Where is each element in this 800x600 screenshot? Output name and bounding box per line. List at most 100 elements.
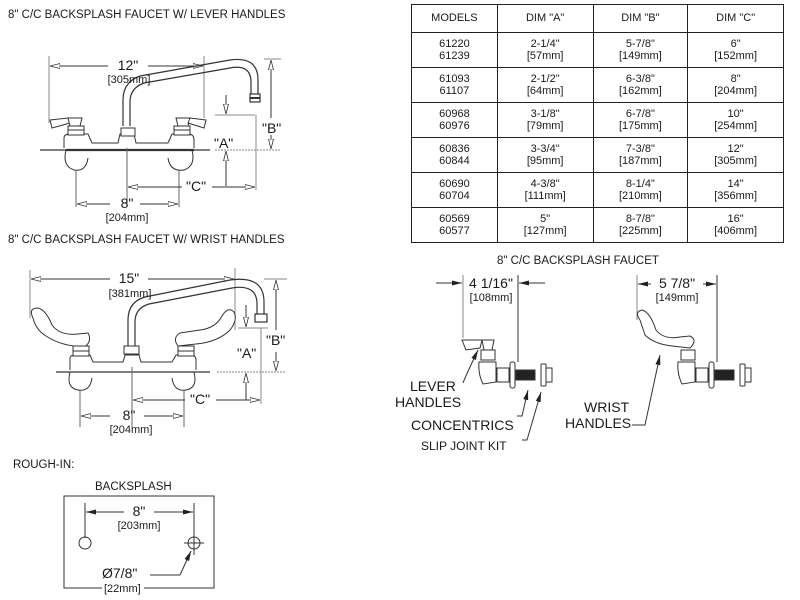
cell-dim-a-line: 3-3/4": [530, 142, 560, 155]
rough-in-drawing: [63, 495, 215, 589]
cell-dim-b: 6-3/8"[162mm]: [592, 67, 689, 103]
cell-dim-c-line: [204mm]: [714, 85, 758, 97]
cell-dim-c-line: 12": [727, 142, 744, 155]
cell-dim-a-line: 3-1/8": [530, 107, 560, 120]
cell-dim-a-line: 2-1/4": [530, 37, 560, 50]
cell-dim-b-line: 5-7/8": [625, 37, 655, 50]
cell-models-line: 60844: [439, 155, 470, 167]
side-view-title: 8" C/C BACKSPLASH FAUCET: [497, 255, 659, 267]
wrist-dim-a-label: "A": [237, 345, 257, 361]
cell-dim-b-line: 8-1/4": [625, 177, 655, 190]
cell-dim-a-line: [111mm]: [524, 190, 566, 202]
wrist-center-to-center: 8": [122, 407, 136, 423]
header-dim-b: DIM "B": [592, 4, 689, 33]
cell-dim-b-line: [225mm]: [618, 225, 662, 237]
wrist-dim-b-label: "B": [266, 332, 286, 348]
header-dim-a: DIM "A": [496, 4, 594, 33]
cell-models-line: 60836: [439, 142, 470, 155]
wrist-dim-c-label: "C": [190, 391, 211, 407]
wrist-spout-reach-mm: [381mm]: [108, 288, 152, 300]
lever-spout-reach: 12": [117, 57, 139, 73]
cell-dim-a: 2-1/2"[64mm]: [496, 67, 594, 103]
cell-dim-c: 12"[305mm]: [687, 137, 784, 173]
cell-dim-b: 6-7/8"[175mm]: [592, 102, 689, 138]
lever-center-to-center: 8": [120, 195, 134, 211]
cell-dim-c: 10"[254mm]: [687, 102, 784, 138]
cell-dim-c-line: 16": [727, 212, 744, 225]
lever-depth: 4 1/16": [469, 275, 513, 291]
cell-dim-c-line: [406mm]: [714, 225, 758, 237]
lever-depth-mm: [108mm]: [469, 292, 513, 304]
cell-dim-a-line: [79mm]: [526, 120, 564, 132]
cell-dim-b: 7-3/8"[187mm]: [592, 137, 689, 173]
wrist-section-title: 8" C/C BACKSPLASH FAUCET W/ WRIST HANDLE…: [8, 234, 285, 246]
cell-dim-b: 8-7/8"[225mm]: [592, 207, 689, 243]
cell-dim-a-line: [64mm]: [526, 85, 564, 97]
cell-dim-c: 14"[356mm]: [687, 172, 784, 208]
cell-dim-a-line: [57mm]: [526, 50, 564, 62]
cell-dim-b-line: [175mm]: [618, 120, 662, 132]
lever-section-title: 8" C/C BACKSPLASH FAUCET W/ LEVER HANDLE…: [8, 9, 286, 21]
side-view-wrist-drawing: [632, 275, 752, 426]
table-header-row: MODELS DIM "A" DIM "B" DIM "C": [411, 4, 784, 33]
cell-dim-b-line: 6-3/8": [625, 72, 655, 85]
lever-center-to-center-mm: [204mm]: [105, 212, 149, 224]
cell-models-line: 60976: [439, 120, 470, 132]
wrist-faucet-drawing: [29, 268, 287, 427]
rough-in-title: ROUGH-IN:: [13, 459, 75, 471]
rough-in-subtitle: BACKSPLASH: [95, 481, 172, 493]
slip-joint-kit-label: SLIP JOINT KIT: [421, 439, 507, 453]
cell-models-line: 61107: [439, 85, 470, 97]
cell-dim-b: 8-1/4"[210mm]: [592, 172, 689, 208]
cell-models-line: 61093: [439, 72, 470, 85]
lever-handles-label-line2: HANDLES: [395, 394, 462, 410]
cell-dim-b-line: 8-7/8": [625, 212, 655, 225]
cell-dim-a-line: 5": [540, 212, 551, 225]
lever-dim-c-label: "C": [186, 178, 207, 194]
cell-dim-a-line: 4-3/8": [530, 177, 560, 190]
cell-dim-b-line: [149mm]: [618, 50, 662, 62]
cell-dim-a-line: [127mm]: [523, 225, 567, 237]
lever-handles-label-line1: LEVER: [410, 378, 456, 394]
cell-dim-b-line: 6-7/8": [625, 107, 655, 120]
wrist-depth: 5 7/8": [658, 275, 696, 291]
cell-dim-a-line: [95mm]: [526, 155, 564, 167]
wrist-center-to-center-mm: [204mm]: [109, 424, 153, 436]
cell-dim-c: 6"[152mm]: [687, 32, 784, 68]
cell-dim-b-line: [162mm]: [618, 85, 662, 97]
cell-models-line: 60704: [439, 190, 470, 202]
cell-dim-c-line: 10": [727, 107, 744, 120]
cell-dim-c-line: 8": [730, 72, 741, 85]
cell-models-line: 60968: [439, 107, 470, 120]
cell-dim-a: 2-1/4"[57mm]: [496, 32, 594, 68]
cell-dim-a: 5"[127mm]: [496, 207, 594, 243]
cell-models-line: 61239: [439, 50, 470, 62]
side-view-lever-drawing: [436, 275, 553, 441]
wrist-depth-mm: [149mm]: [655, 292, 699, 304]
header-models: MODELS: [411, 4, 498, 33]
cell-dim-c-line: 6": [730, 37, 741, 50]
cell-dim-a: 4-3/8"[111mm]: [496, 172, 594, 208]
rough-in-spacing-mm: [203mm]: [117, 520, 161, 532]
lever-faucet-drawing: [40, 56, 281, 207]
cell-dim-a: 3-1/8"[79mm]: [496, 102, 594, 138]
cell-dim-b-line: 7-3/8": [625, 142, 655, 155]
cell-dim-b-line: [210mm]: [618, 190, 662, 202]
rough-in-hole-diameter-mm: [22mm]: [104, 583, 141, 595]
cell-dim-b: 5-7/8"[149mm]: [592, 32, 689, 68]
cell-models-line: 61220: [439, 37, 470, 50]
wrist-handles-label-line2: HANDLES: [565, 415, 632, 431]
cell-dim-a-line: 2-1/2": [530, 72, 560, 85]
